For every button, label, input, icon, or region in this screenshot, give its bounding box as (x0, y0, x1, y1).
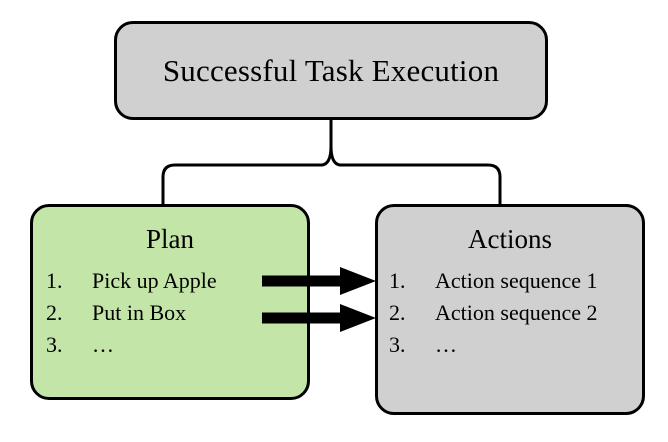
actions-list: 1. Action sequence 1 2. Action sequence … (378, 265, 642, 361)
page-title: Successful Task Execution (162, 53, 500, 88)
list-item-number: 3. (46, 332, 63, 357)
plan-heading: Plan (145, 224, 194, 254)
plan-list: 1. Pick up Apple 2. Put in Box 3. … (33, 265, 307, 361)
list-item: 1. Action sequence 1 (378, 265, 642, 297)
list-item-text: Action sequence 1 (435, 268, 598, 293)
list-item-number: 2. (389, 300, 406, 325)
successful-task-execution-node: Successful Task Execution (114, 21, 548, 120)
list-item-number: 1. (46, 268, 63, 293)
list-item: 3. … (33, 329, 307, 361)
list-item-text: … (435, 332, 457, 357)
list-item: 2. Action sequence 2 (378, 297, 642, 329)
list-item-number: 3. (389, 332, 406, 357)
list-item-text: Put in Box (92, 300, 187, 325)
list-item-number: 2. (46, 300, 63, 325)
plan-node: Plan 1. Pick up Apple 2. Put in Box 3. … (30, 204, 310, 400)
list-item: 2. Put in Box (33, 297, 307, 329)
list-item: 3. … (378, 329, 642, 361)
list-item-text: Action sequence 2 (435, 300, 598, 325)
list-item-number: 1. (389, 268, 406, 293)
list-item-text: … (92, 332, 114, 357)
list-item: 1. Pick up Apple (33, 265, 307, 297)
actions-heading: Actions (468, 224, 552, 254)
actions-node: Actions 1. Action sequence 1 2. Action s… (375, 204, 645, 415)
list-item-text: Pick up Apple (92, 268, 217, 293)
